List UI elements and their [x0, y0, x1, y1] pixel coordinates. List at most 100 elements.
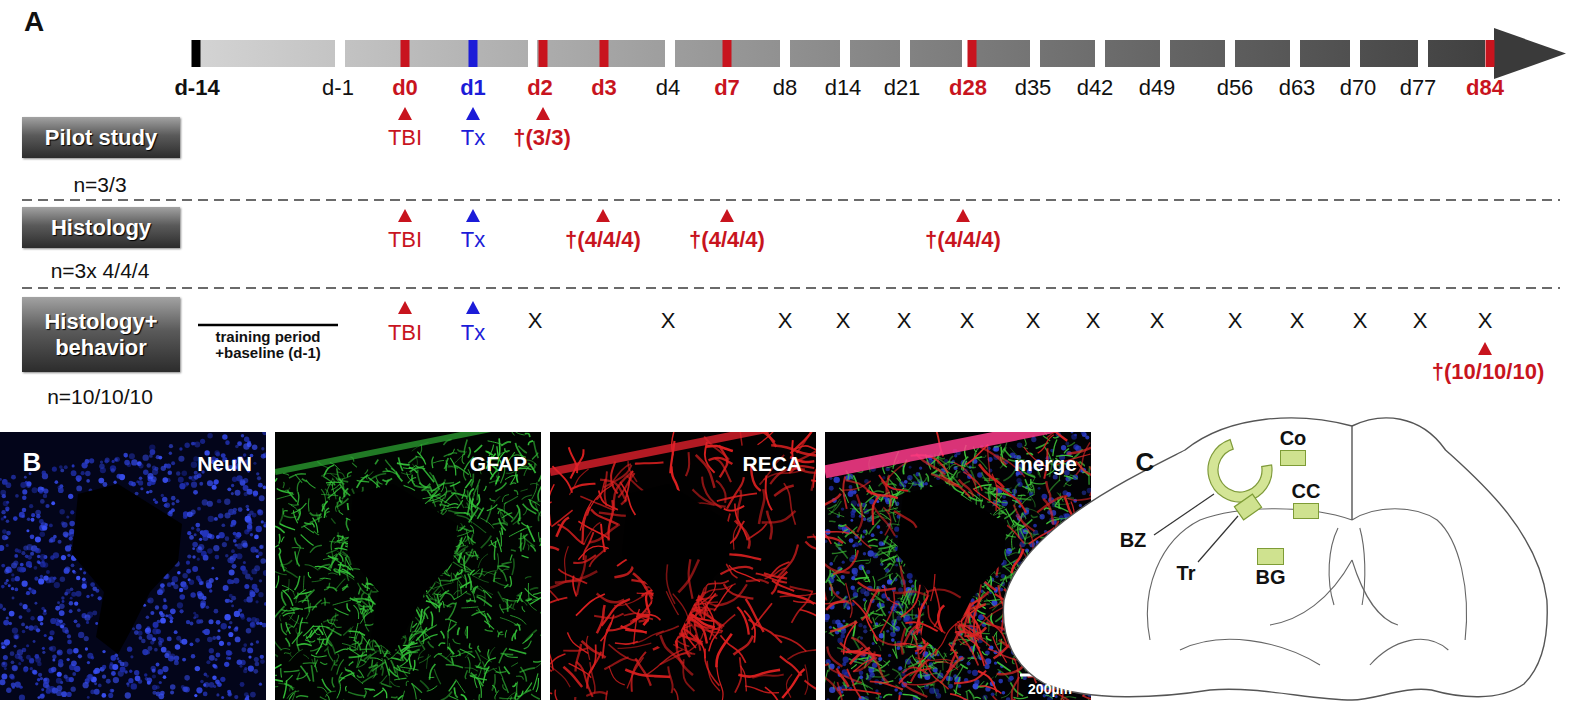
astrocyte-fiber [373, 668, 376, 679]
nucleus-dot [22, 630, 26, 634]
vessel-segment [614, 565, 633, 578]
nucleus-dot [75, 591, 81, 597]
nucleus-dot [184, 443, 189, 448]
astrocyte-fiber [498, 591, 504, 601]
nucleus-dot [139, 477, 143, 481]
astrocyte-fiber [444, 491, 452, 495]
astrocyte-fiber [320, 662, 327, 665]
astrocyte-fiber [346, 686, 347, 691]
nucleus-dot [179, 588, 183, 592]
nucleus-dot [156, 685, 160, 689]
astrocyte-fiber [357, 480, 370, 482]
nucleus-dot [254, 657, 259, 662]
astrocyte-fiber [474, 678, 477, 688]
nucleus-dot [6, 579, 9, 582]
astrocyte-fiber [344, 488, 348, 497]
nucleus-dot [43, 494, 47, 498]
nucleus-dot [230, 524, 233, 527]
nucleus-dot [259, 579, 262, 582]
nucleus-dot [246, 529, 249, 532]
astrocyte-fiber [354, 640, 361, 650]
astrocyte-fiber [282, 585, 294, 592]
nucleus-dot [214, 479, 219, 484]
nucleus-dot [58, 540, 62, 544]
astrocyte-fiber [480, 655, 492, 662]
astrocyte-fiber [411, 684, 422, 693]
nucleus-dot [186, 569, 191, 574]
nucleus-dot [176, 499, 180, 503]
astrocyte-fiber [338, 476, 351, 480]
astrocyte-fiber [281, 609, 298, 611]
nucleus-dot [81, 471, 85, 475]
nucleus-dot [165, 614, 168, 617]
nucleus-dot [259, 484, 262, 487]
nucleus-dot [253, 490, 258, 495]
astrocyte-fiber [366, 639, 370, 652]
nucleus-dot [192, 547, 195, 550]
astrocyte-fiber [303, 625, 314, 636]
nucleus-dot [14, 635, 18, 639]
astrocyte-fiber [275, 682, 278, 686]
astrocyte-fiber [306, 603, 311, 619]
astrocyte-fiber [374, 690, 384, 697]
nucleus-dot [54, 582, 60, 588]
nucleus-dot [55, 618, 59, 622]
micrograph-ground [0, 432, 266, 700]
astrocyte-fiber [295, 537, 301, 546]
astrocyte-fiber [331, 518, 336, 523]
nucleus-dot [35, 549, 39, 553]
astrocyte-fiber [515, 630, 517, 640]
nucleus-dot [12, 597, 15, 600]
nucleus-dot [244, 529, 249, 534]
astrocyte-fiber [324, 583, 330, 590]
astrocyte-fiber [275, 664, 282, 670]
nucleus-dot [108, 693, 113, 698]
nucleus-dot [209, 682, 215, 688]
astrocyte-fiber [369, 596, 375, 604]
nucleus-dot [163, 675, 167, 679]
astrocyte-fiber [430, 486, 432, 493]
astrocyte-fiber [457, 581, 458, 598]
nucleus-dot [131, 459, 137, 465]
astrocyte-fiber [517, 592, 522, 596]
astrocyte-fiber [298, 601, 309, 603]
nucleus-dot [13, 633, 19, 639]
astrocyte-fiber [521, 667, 527, 682]
astrocyte-fiber [326, 482, 341, 484]
astrocyte-fiber [358, 660, 367, 667]
astrocyte-fiber [510, 554, 512, 560]
astrocyte-fiber [532, 453, 538, 460]
timeline-segment [1105, 40, 1160, 67]
nucleus-dot [106, 679, 111, 684]
astrocyte-fiber [514, 490, 518, 494]
astrocyte-fiber [431, 612, 433, 627]
vessel-segment [686, 452, 689, 476]
astrocyte-fiber [479, 694, 481, 700]
nucleus-dot [182, 658, 186, 662]
astrocyte-fiber [479, 681, 482, 698]
nucleus-dot [52, 654, 57, 659]
nucleus-dot [25, 555, 29, 559]
astrocyte-fiber [491, 540, 497, 547]
nucleus-dot [200, 581, 204, 585]
nucleus-dot [11, 573, 14, 576]
astrocyte-fiber [432, 501, 441, 503]
nucleus-dot [138, 463, 143, 468]
nucleus-dot [51, 501, 55, 505]
nucleus-dot [36, 548, 41, 553]
nucleus-dot [250, 692, 256, 698]
astrocyte-fiber [276, 576, 279, 588]
nucleus-dot [3, 655, 8, 660]
nucleus-dot [218, 513, 223, 518]
nucleus-dot [184, 482, 189, 487]
nucleus-dot [149, 490, 153, 494]
astrocyte-fiber [322, 679, 331, 692]
nucleus-dot [99, 463, 104, 468]
astrocyte-fiber [454, 688, 457, 698]
astrocyte-fiber [288, 504, 299, 506]
nucleus-dot [73, 648, 78, 653]
nucleus-dot [189, 535, 194, 540]
astrocyte-fiber [339, 700, 344, 701]
nucleus-dot [5, 536, 8, 539]
astrocyte-fiber [485, 629, 493, 631]
